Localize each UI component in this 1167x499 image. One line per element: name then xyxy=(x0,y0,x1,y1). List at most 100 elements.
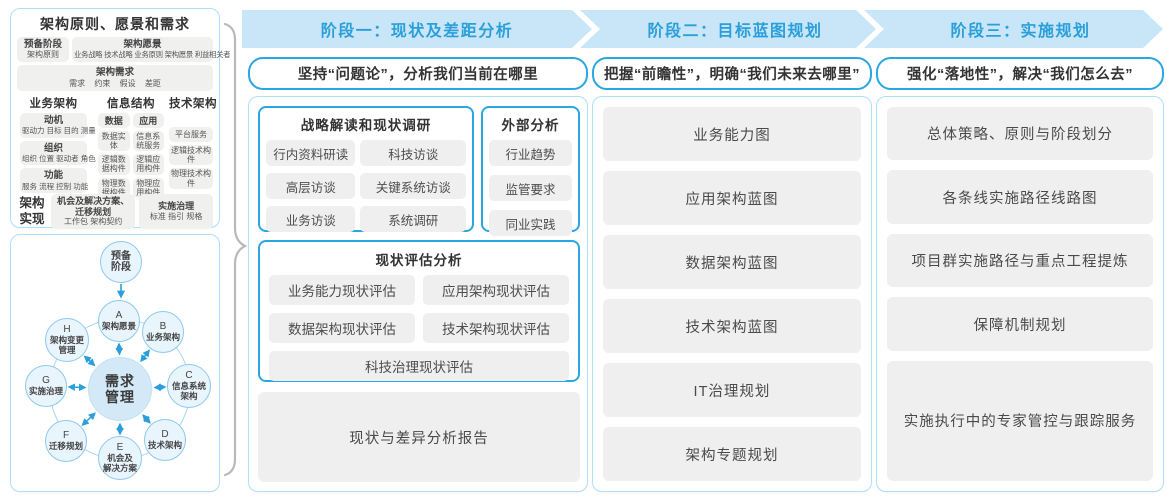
adm-node-prep: 预备 阶段 xyxy=(100,241,142,283)
organization-sub: 组织 位置 驱动者 角色 xyxy=(22,153,96,163)
phase3-banner: 阶段三：实施规划 xyxy=(864,10,1163,48)
prep-phase-box: 预备阶段 架构原则 xyxy=(17,37,69,63)
phase-banner-strip: 阶段一：现状及差距分析 阶段二：目标蓝图规划 阶段三：实施规划 xyxy=(242,10,1163,48)
application-header: 应用 xyxy=(132,112,164,128)
realization-label: 架构实现 xyxy=(19,195,45,226)
logical-data-box: 逻辑数据构件 xyxy=(98,154,130,175)
phase3-item: 项目群实施路径与重点工程提炼 xyxy=(887,233,1153,288)
assessment-item: 业务能力现状评估 xyxy=(269,275,415,305)
information-structure-column: 信息结构 数据 数据实体 逻辑数据构件 物理数据构件 应用 信息系统服务 逻辑应… xyxy=(98,95,164,198)
prep-phase-title: 预备阶段 xyxy=(23,39,62,50)
framework-columns: 业务架构 动机 驱动力 目标 目的 测量 组织 组织 位置 驱动者 角色 功能 … xyxy=(17,95,217,198)
phase2-item: 数据架构蓝图 xyxy=(603,235,861,289)
data-subcolumn: 数据 数据实体 逻辑数据构件 物理数据构件 xyxy=(98,112,130,198)
vision-sub: 业务战略 技术战略 业务原则 架构愿景 利益相关者 xyxy=(74,50,231,60)
external-analysis-title: 外部分析 xyxy=(501,118,560,133)
logical-app-box: 逻辑应用构件 xyxy=(132,154,164,175)
motivation-box: 动机 驱动力 目标 目的 测量 xyxy=(20,112,96,138)
technology-architecture-column: 技术架构 平台服务 逻辑技术构件 物理技术构件 xyxy=(169,95,217,189)
survey-item: 科技访谈 xyxy=(360,140,466,166)
phase3-item: 各条线实施路径线路图 xyxy=(887,170,1153,224)
phase2-item: IT治理规划 xyxy=(603,363,861,417)
phase1-quote: 坚持“问题论”，分析我们当前在哪里 xyxy=(248,57,588,90)
assessment-item: 技术架构现状评估 xyxy=(423,313,569,343)
application-subcolumn: 应用 信息系统服务 逻辑应用构件 物理应用构件 xyxy=(132,112,164,198)
organization-box: 组织 组织 位置 驱动者 角色 xyxy=(20,140,96,166)
function-title: 功能 xyxy=(43,170,63,182)
organization-title: 组织 xyxy=(43,142,63,154)
phase1-banner: 阶段一：现状及差距分析 xyxy=(242,10,592,48)
info-system-service-box: 信息系统服务 xyxy=(132,130,164,152)
architecture-vision-box: 架构愿景 业务战略 技术战略 业务原则 架构愿景 利益相关者 xyxy=(72,37,231,63)
phase3-banner-label: 阶段三：实施规划 xyxy=(950,23,1091,40)
phase2-item: 架构专题规划 xyxy=(603,427,861,481)
governance-sub: 标准 指引 规格 xyxy=(149,211,203,221)
adm-node-e: E 机会及 解决方案 xyxy=(98,436,142,480)
physical-data-box: 物理数据构件 xyxy=(98,177,130,198)
phase2-item: 业务能力图 xyxy=(603,107,861,161)
phase1-banner-label: 阶段一：现状及差距分析 xyxy=(320,23,514,40)
governance-title: 实施治理 xyxy=(158,201,195,212)
motivation-title: 动机 xyxy=(43,114,63,126)
external-item: 同业实践 xyxy=(489,210,572,236)
phase3-quote: 强化“落地性”，解决“我们怎么去” xyxy=(876,57,1164,90)
logical-tech-box: 逻辑技术构件 xyxy=(169,145,213,166)
opportunities-sub: 工作包 架构契约 xyxy=(64,217,123,227)
phase2-banner: 阶段二：目标蓝图规划 xyxy=(580,10,876,48)
brace-connector xyxy=(223,22,248,477)
phase2-content-panel: 业务能力图 应用架构蓝图 数据架构蓝图 技术架构蓝图 IT治理规划 架构专题规划 xyxy=(592,96,872,492)
assessment-item: 数据架构现状评估 xyxy=(269,313,415,343)
adm-node-c: C 信息系统 架构 xyxy=(167,364,211,408)
platform-service-box: 平台服务 xyxy=(169,126,213,143)
data-header: 数据 xyxy=(98,112,130,128)
function-sub: 服务 流程 控制 功能 xyxy=(22,181,89,191)
phase2-item: 应用架构蓝图 xyxy=(603,171,861,225)
architecture-realization-row: 架构实现 机会及解决方案、迁移规划 工作包 架构契约 实施治理 标准 指引 规格 xyxy=(17,193,213,230)
phase1-content-panel: 战略解读和现状调研 行内资料研读 科技访谈 高层访谈 关键系统访谈 业务访谈 系… xyxy=(248,96,588,492)
survey-item: 业务访谈 xyxy=(266,206,356,232)
phase3-item: 保障机制规划 xyxy=(887,297,1153,351)
external-item: 行业趋势 xyxy=(489,140,572,166)
survey-item: 关键系统访谈 xyxy=(360,173,466,199)
adm-node-requirements-management: 需求 管理 xyxy=(88,357,152,421)
information-structure-title: 信息结构 xyxy=(107,97,155,110)
phase2-banner-label: 阶段二：目标蓝图规划 xyxy=(647,23,823,40)
phase3-item: 总体策略、原则与阶段划分 xyxy=(887,107,1153,161)
adm-node-a: A 架构愿景 xyxy=(98,300,140,342)
function-box: 功能 服务 流程 控制 功能 xyxy=(20,168,89,194)
framework-title: 架构原则、愿景和需求 xyxy=(40,16,190,32)
requirements-sub: 需求 约束 假设 差距 xyxy=(69,78,161,88)
phase2-quote: 把握“前瞻性”，明确“我们未来去哪里” xyxy=(592,57,872,90)
technology-architecture-title: 技术架构 xyxy=(169,97,217,110)
vision-title: 架构愿景 xyxy=(123,39,162,50)
survey-item: 系统调研 xyxy=(360,206,466,232)
assessment-analysis-box: 现状评估分析 业务能力现状评估 应用架构现状评估 数据架构现状评估 技术架构现状… xyxy=(258,240,580,382)
phase3-item: 实施执行中的专家管控与跟踪服务 xyxy=(887,360,1153,481)
motivation-sub: 驱动力 目标 目的 测量 xyxy=(22,126,96,136)
adm-node-h: H 架构变更 管理 xyxy=(45,318,89,362)
external-item: 监管要求 xyxy=(489,175,572,201)
business-architecture-title: 业务架构 xyxy=(29,97,78,110)
assessment-analysis-title: 现状评估分析 xyxy=(375,253,463,268)
assessment-item: 科技治理现状评估 xyxy=(269,351,569,381)
business-architecture-column: 业务架构 动机 驱动力 目标 目的 测量 组织 组织 位置 驱动者 角色 功能 … xyxy=(20,95,96,194)
architecture-requirements-box: 架构需求 需求 约束 假设 差距 xyxy=(17,65,213,91)
phase2-item: 技术架构蓝图 xyxy=(603,299,861,353)
prep-phase-sub: 架构原则 xyxy=(27,50,59,60)
framework-row-1: 预备阶段 架构原则 架构愿景 业务战略 技术战略 业务原则 架构愿景 利益相关者 xyxy=(17,37,231,63)
adm-node-f: F 迁移规划 xyxy=(45,420,87,462)
external-analysis-box: 外部分析 行业趋势 监管要求 同业实践 xyxy=(481,106,580,236)
strategy-survey-box: 战略解读和现状调研 行内资料研读 科技访谈 高层访谈 关键系统访谈 业务访谈 系… xyxy=(258,106,474,232)
opportunities-migration-box: 机会及解决方案、迁移规划 工作包 架构契约 xyxy=(51,193,136,230)
physical-tech-box: 物理技术构件 xyxy=(169,168,213,189)
adm-node-g: G 实施治理 xyxy=(25,365,67,407)
architecture-framework-panel: 架构原则、愿景和需求 预备阶段 架构原则 架构愿景 业务战略 技术战略 业务原则… xyxy=(10,8,231,230)
requirements-title: 架构需求 xyxy=(95,67,134,79)
gap-analysis-report-box: 现状与差异分析报告 xyxy=(258,392,580,482)
physical-app-box: 物理应用构件 xyxy=(132,177,164,198)
opportunities-title: 机会及解决方案、迁移规划 xyxy=(57,195,130,217)
adm-node-d: D 技术架构 xyxy=(144,419,186,461)
assessment-item: 应用架构现状评估 xyxy=(423,275,569,305)
implementation-governance-box: 实施治理 标准 指引 规格 xyxy=(139,193,213,230)
